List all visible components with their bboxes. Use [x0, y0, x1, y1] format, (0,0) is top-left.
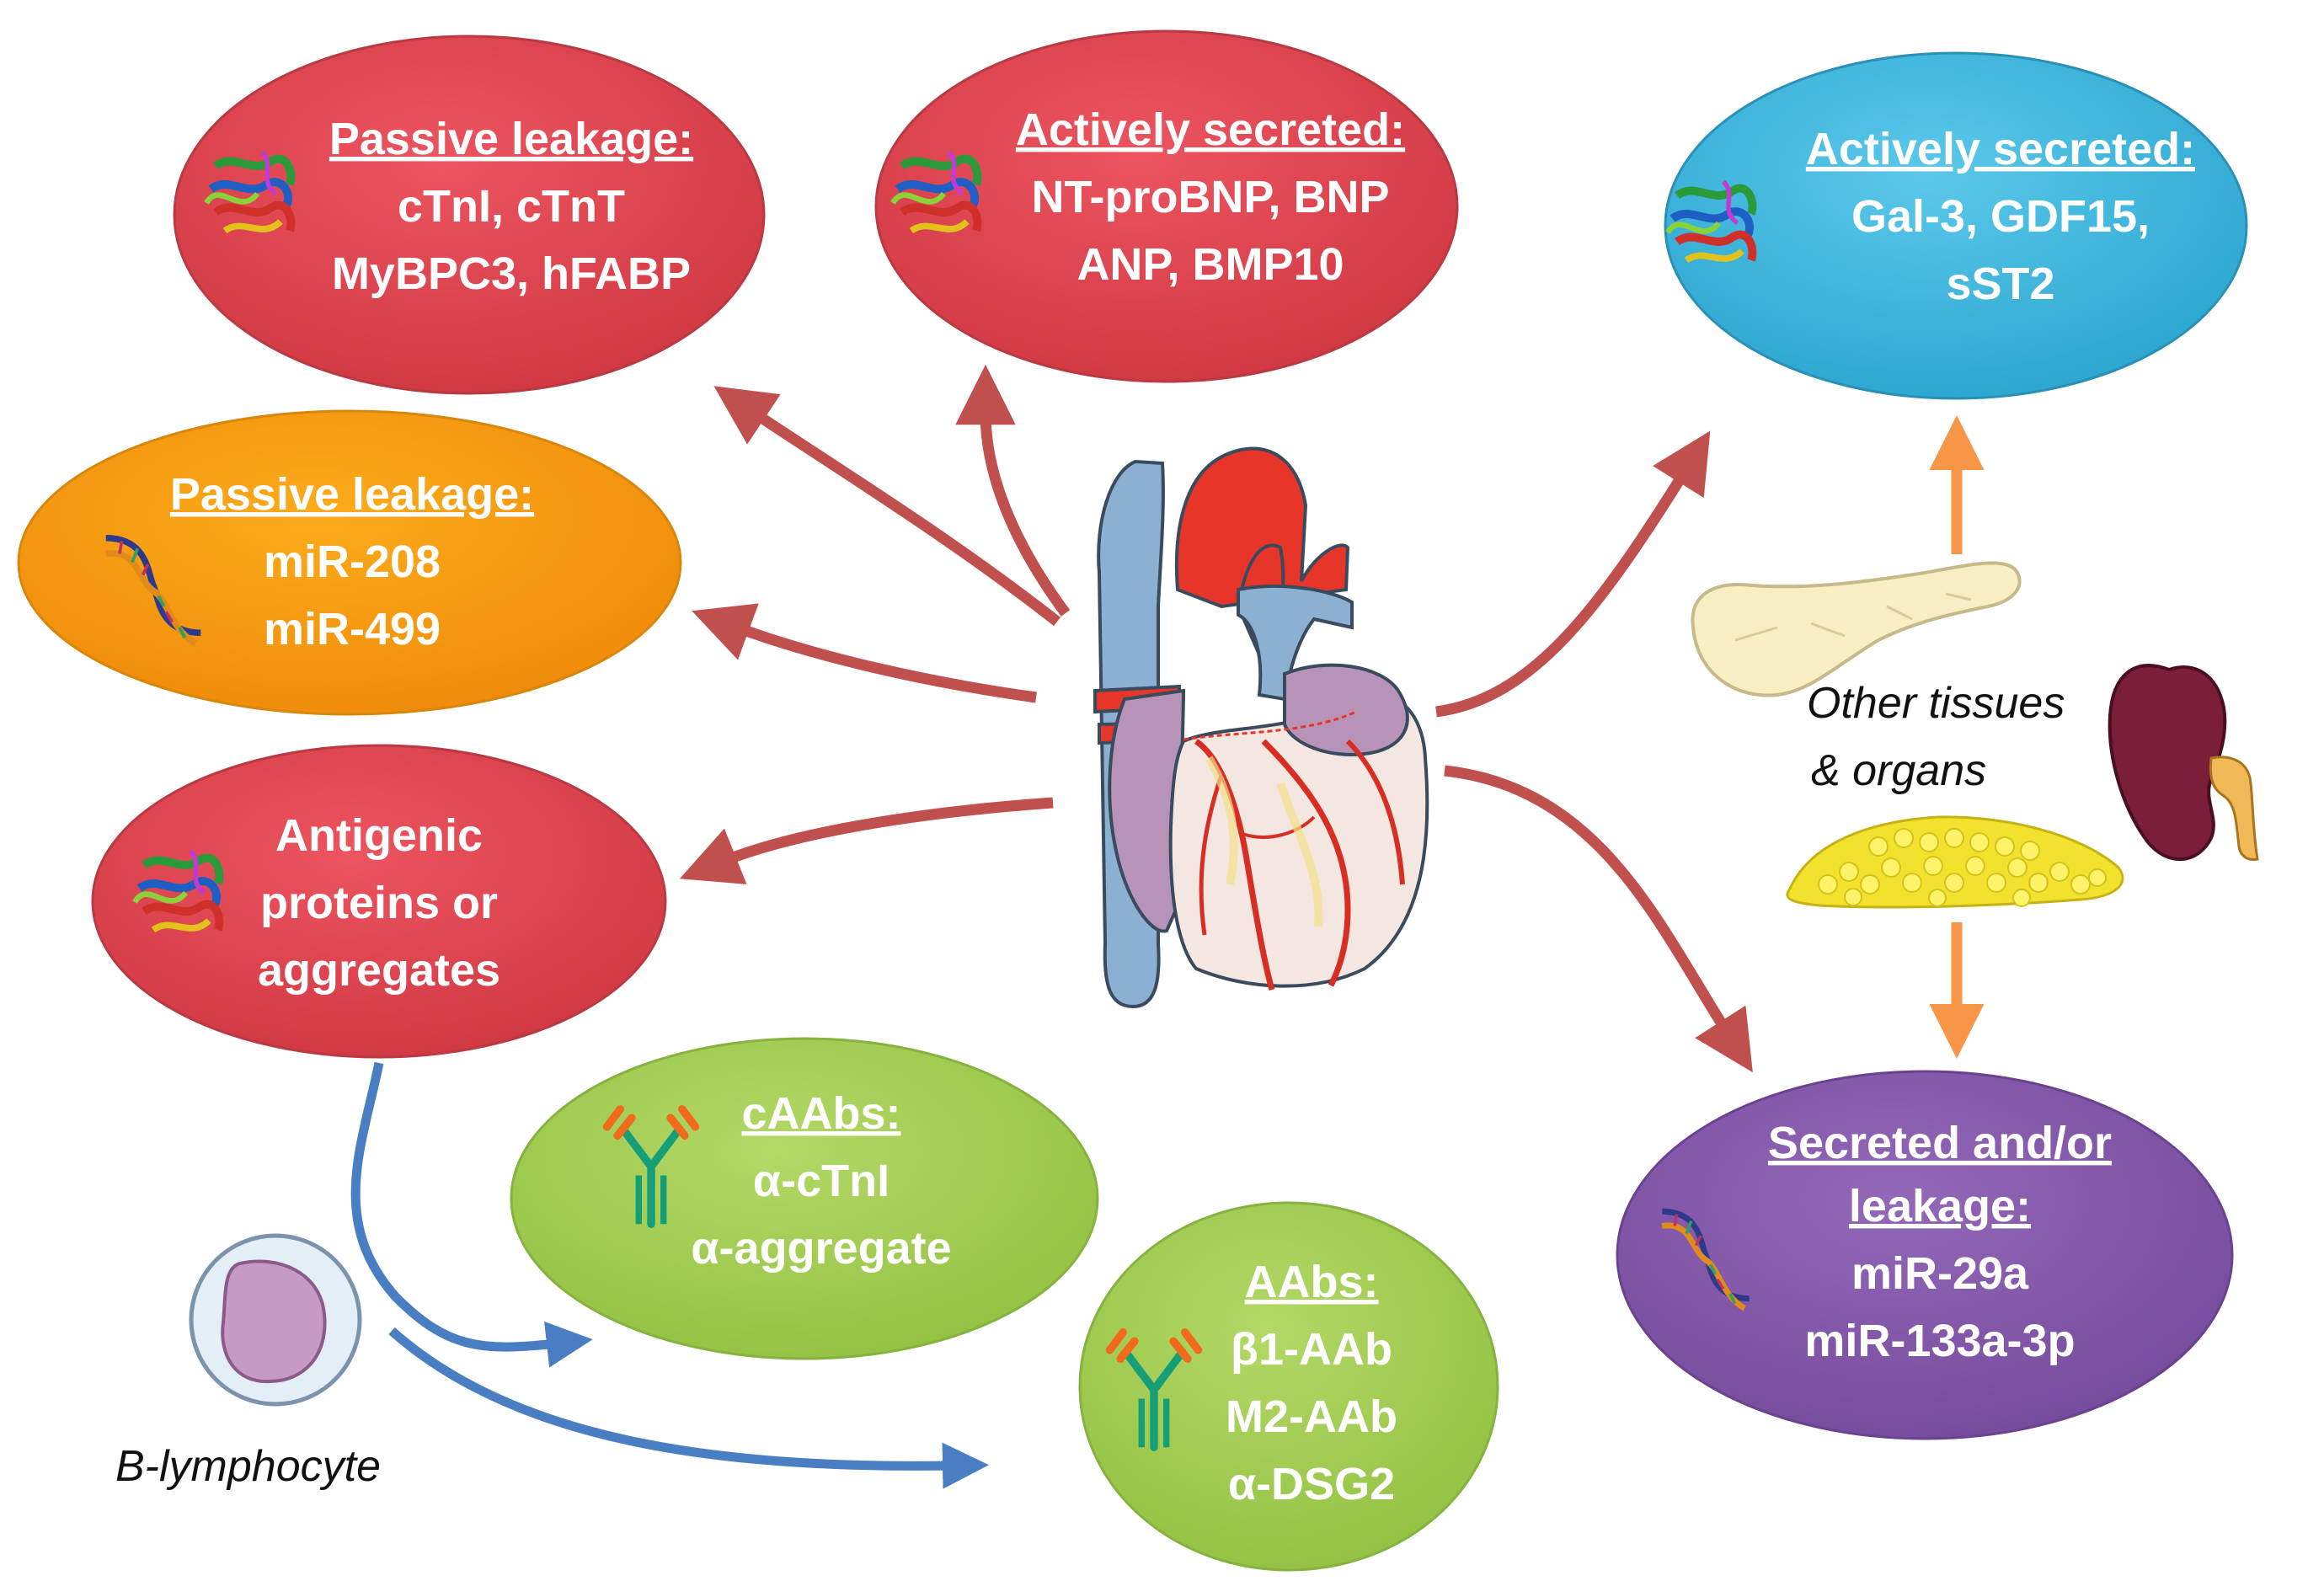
active-other-line-1: Gal-3, GDF15, [1851, 191, 2150, 242]
passive-mirna-header: Passive leakage: [170, 469, 534, 520]
active-cardiac-text: Actively secreted: NT-proBNP, BNP ANP, B… [1016, 104, 1405, 290]
secreted-leakage-text: Secreted and/or leakage: miR-29a miR-133… [1768, 1118, 2112, 1366]
secreted-leakage-header-1: Secreted and/or [1768, 1118, 2112, 1168]
arrow-to-secreted-leakage [1444, 765, 1753, 1073]
node-aabs [1078, 1201, 1499, 1572]
aabs-line-2: M2-AAb [1226, 1391, 1397, 1442]
antigenic-line-1: Antigenic [275, 810, 483, 861]
aabs-header: AAbs: [1245, 1257, 1379, 1307]
passive-mirna-line-1: miR-208 [264, 537, 441, 587]
antigenic-line-3: aggregates [258, 945, 500, 996]
secreted-leakage-header-2: leakage: [1849, 1181, 2031, 1231]
active-cardiac-line-2: ANP, BMP10 [1077, 239, 1344, 290]
adipose-tissue-icon [1786, 815, 2124, 909]
passive-mirna-text: Passive leakage: miR-208 miR-499 [170, 469, 534, 654]
passive-mirna-line-2: miR-499 [264, 604, 441, 654]
node-passive-protein [173, 35, 766, 395]
passive-protein-header: Passive leakage: [329, 114, 693, 164]
arrows-from-heart [679, 364, 1753, 1073]
heart-icon [1093, 446, 1429, 1009]
aabs-line-1: β1-AAb [1231, 1324, 1392, 1375]
active-cardiac-header: Actively secreted: [1016, 104, 1405, 155]
caabs-line-1: α-cTnI [753, 1156, 890, 1206]
node-active-other [1664, 51, 2248, 400]
active-other-line-2: sST2 [1946, 259, 2054, 309]
secreted-leakage-line-1: miR-29a [1851, 1248, 2029, 1299]
caabs-text: cAAbs: α-cTnI α-aggregate [691, 1088, 951, 1274]
pancreas-icon [1691, 561, 2022, 697]
active-other-text: Actively secreted: Gal-3, GDF15, sST2 [1806, 124, 2195, 309]
passive-protein-line-2: MyBPC3, hFABP [332, 248, 691, 299]
arrow-to-caabs [350, 1061, 593, 1368]
aabs-line-3: α-DSG2 [1228, 1459, 1395, 1509]
arrow-to-aabs [388, 1327, 989, 1489]
arrow-to-passive-mirna [692, 603, 1037, 703]
antigenic-text: Antigenic proteins or aggregates [258, 810, 500, 996]
caabs-line-2: α-aggregate [691, 1223, 951, 1274]
arrow-to-passive-protein [713, 386, 1061, 627]
arrows-from-lymphocyte [350, 1061, 989, 1489]
active-other-header: Actively secreted: [1806, 124, 2195, 174]
active-cardiac-line-1: NT-proBNP, BNP [1031, 172, 1389, 222]
node-active-cardiac [874, 29, 1459, 383]
other-tissues-label-1: Other tissues [1807, 679, 2065, 728]
node-secreted-leakage [1616, 1070, 2234, 1440]
kidney-icon [2108, 664, 2259, 862]
other-tissues-label-2: & organs [1811, 746, 1986, 795]
aabs-text: AAbs: β1-AAb M2-AAb α-DSG2 [1226, 1257, 1397, 1509]
secreted-leakage-line-2: miR-133a-3p [1804, 1316, 2075, 1366]
b-lymphocyte-icon [189, 1233, 362, 1407]
caabs-header: cAAbs: [741, 1088, 900, 1139]
node-caabs [510, 1037, 1099, 1360]
arrow-to-antigenic [679, 797, 1054, 884]
node-antigenic [91, 744, 667, 1059]
passive-protein-text: Passive leakage: cTnI, cTnT MyBPC3, hFAB… [329, 114, 693, 299]
antigenic-line-2: proteins or [260, 878, 498, 928]
arrow-to-active-cardiac [955, 364, 1071, 617]
passive-protein-line-1: cTnI, cTnT [398, 181, 625, 232]
b-lymphocyte-label: B-lymphocyte [115, 1442, 381, 1491]
arrow-to-active-other [1435, 430, 1711, 718]
